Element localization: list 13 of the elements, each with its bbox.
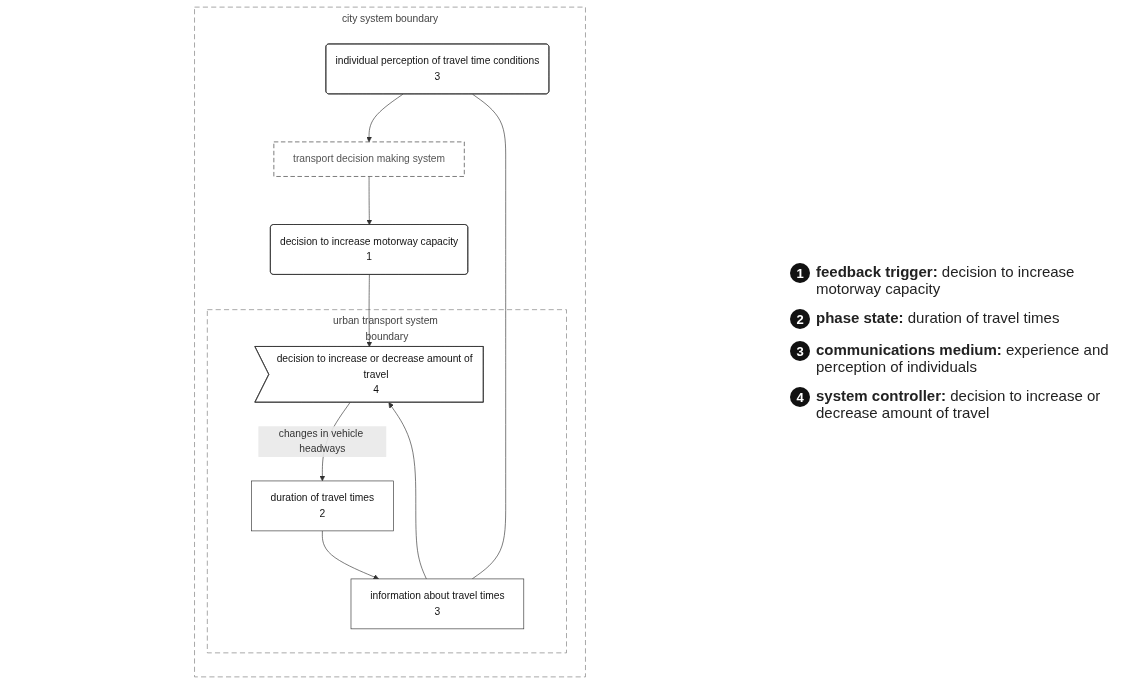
legend-text: feedback trigger: decision to increase motorway capacity xyxy=(816,263,1076,297)
number-badge: 3 xyxy=(790,341,810,361)
node-box: duration of travel times 2 xyxy=(251,480,394,532)
connector xyxy=(471,93,506,580)
edge-label: changes in vehicle headways xyxy=(278,428,364,455)
node-box: information about travel times 3 xyxy=(350,578,525,630)
number-badge: 1 xyxy=(790,263,810,283)
number-badge: 2 xyxy=(790,309,810,329)
number-badge: 4 xyxy=(790,387,810,407)
legend-text: system controller: decision to increase or decrease amount of travel xyxy=(816,387,1102,421)
node-box: transport decision making system xyxy=(273,141,465,177)
legend-text: phase state: duration of travel times xyxy=(816,309,1060,326)
legend-text: communications medium: experience and perception of individuals xyxy=(816,341,1110,375)
